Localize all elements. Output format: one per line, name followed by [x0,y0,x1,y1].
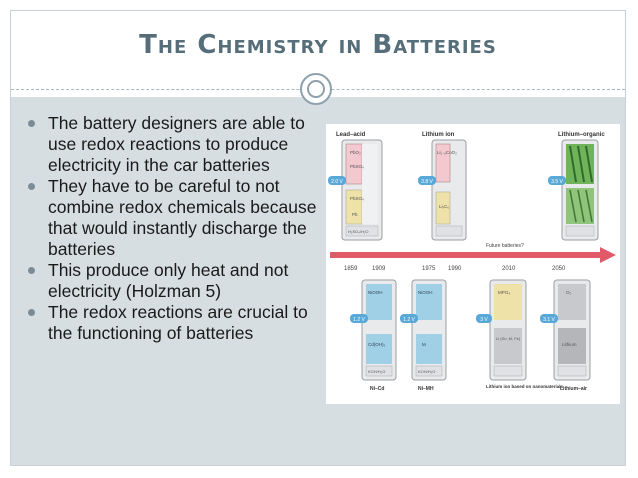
voltage-label: 3 V [480,317,488,323]
voltage-label: 1.2 V [353,317,365,323]
year-label: 1909 [372,266,386,272]
cell-lithium-organic [561,139,599,241]
cell-ni-cd: NiOOH Cd(OH)₂ KOH/H₂O [361,279,397,381]
cell-lithium-air: O₂ Lithium [553,279,591,381]
future-label: Future batteries? [486,243,524,249]
bullet-dot-icon [28,120,35,127]
bullet-dot-icon [28,309,35,316]
svg-text:O₂: O₂ [566,290,572,295]
svg-text:Li₁₋ₓCoO₂: Li₁₋ₓCoO₂ [437,150,457,155]
timeline: 1859 1909 1975 1990 2010 2050 Future bat… [330,243,616,272]
bullet-text: This produce only heat and not electrici… [48,260,289,301]
label-lithium-organic: Lithium–organic [558,132,605,138]
voltage-label: 1.2 V [403,317,415,323]
svg-text:M: M [422,342,426,347]
bullet-text: The redox reactions are crucial to the f… [48,302,308,343]
svg-text:KOH/H₂O: KOH/H₂O [368,369,385,374]
svg-text:LiₓC₆: LiₓC₆ [439,204,449,209]
bullet-dot-icon [28,183,35,190]
svg-text:NiOOH: NiOOH [418,290,433,295]
year-label: 1859 [344,266,358,272]
bullet-item: This produce only heat and not electrici… [22,260,320,302]
year-label: 1975 [422,266,436,272]
svg-text:Cd(OH)₂: Cd(OH)₂ [368,342,385,347]
voltage-badge: 3.8 V [418,176,436,185]
voltage-badge: 3 V [476,314,492,323]
circle-ornament-icon [300,73,332,105]
bullet-item: They have to be careful to not combine r… [22,176,320,260]
battery-timeline-figure: Lead–acid Lithium ion Lithium–organic Pb… [326,124,620,404]
voltage-label: 3.5 V [551,179,563,185]
svg-text:MPO₄: MPO₄ [498,290,510,295]
battery-diagram: Lead–acid Lithium ion Lithium–organic Pb… [328,132,616,392]
bullet-item: The redox reactions are crucial to the f… [22,302,320,344]
voltage-label: 3.8 V [421,179,433,185]
voltage-badge: 2.0 V [328,176,346,185]
svg-text:PbSO₄: PbSO₄ [350,164,364,169]
svg-text:PbSO₄: PbSO₄ [350,196,364,201]
voltage-label: 2.0 V [331,179,343,185]
bullet-dot-icon [28,267,35,274]
cell-lithium-ion: Li₁₋ₓCoO₂ LiₓC₆ [431,139,467,241]
year-label: 2050 [552,266,566,272]
voltage-badge: 1.2 V [350,314,368,323]
svg-text:H₂SO₄/H₂O: H₂SO₄/H₂O [348,229,369,234]
label-ni-cd: Ni–Cd [370,386,384,392]
svg-text:Li (Sn, M, Fe): Li (Sn, M, Fe) [496,336,521,341]
svg-text:Pb: Pb [352,212,358,217]
cell-ni-mh: NiOOH M KOH/H₂O [411,279,447,381]
label-lithium-nano: Lithium ion based on nanomaterials [486,384,564,389]
bullet-text: The battery designers are able to use re… [48,113,305,175]
slide-frame [10,10,626,466]
year-label: 2010 [502,266,516,272]
bullet-list: The battery designers are able to use re… [22,113,320,344]
label-lead-acid: Lead–acid [336,132,366,138]
bullet-text: They have to be careful to not combine r… [48,176,317,259]
voltage-badge: 1.2 V [400,314,418,323]
svg-text:PbO₂: PbO₂ [350,150,361,155]
label-ni-mh: Ni–MH [418,386,434,392]
voltage-label: 3.1 V [543,317,555,323]
cell-lithium-nano: MPO₄ Li (Sn, M, Fe) [489,279,527,381]
svg-text:Lithium: Lithium [562,342,577,347]
label-lithium-ion: Lithium ion [422,132,455,138]
slide-title: The Chemistry in Batteries [139,30,497,60]
svg-text:NiOOH: NiOOH [368,290,383,295]
cell-lead-acid: PbO₂ PbSO₄ PbSO₄ Pb H₂SO₄/H₂O [341,139,383,241]
voltage-badge: 3.5 V [548,176,566,185]
voltage-badge: 3.1 V [540,314,558,323]
svg-text:KOH/H₂O: KOH/H₂O [418,369,435,374]
label-lithium-air: Lithium–air [560,386,587,392]
bullet-item: The battery designers are able to use re… [22,113,320,176]
year-label: 1990 [448,266,462,272]
